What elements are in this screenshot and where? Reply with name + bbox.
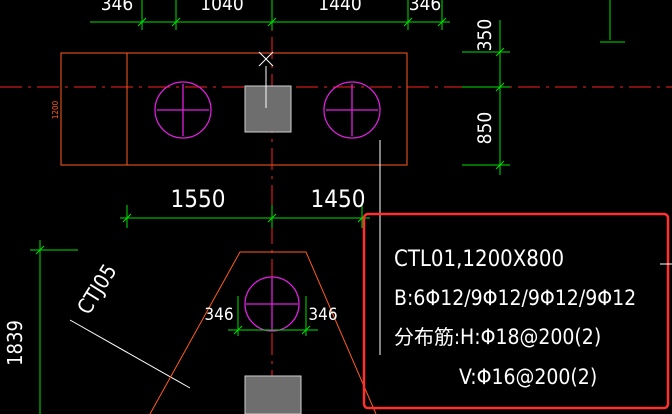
- dim-bottom-right: 1450: [311, 185, 366, 213]
- top-dimension-strip: [90, 0, 450, 30]
- info-line-2: B:6Φ12/9Φ12/9Φ12/9Φ12: [394, 286, 636, 310]
- pile-left[interactable]: [154, 81, 212, 139]
- column-block[interactable]: [244, 85, 292, 133]
- pile-right[interactable]: [323, 81, 381, 139]
- dim-right-lower: 850: [474, 112, 496, 145]
- info-box-highlight[interactable]: [362, 212, 670, 410]
- dim-top-3: 1440: [318, 0, 362, 15]
- pile-lower[interactable]: [244, 276, 300, 332]
- lower-dimension-strip: [228, 296, 318, 336]
- ctj-leader-line: [69, 319, 191, 389]
- right-dimension-strip: [462, 0, 625, 175]
- dim-bottom-left: 1550: [171, 185, 226, 213]
- pile-cap-outline[interactable]: [60, 52, 408, 166]
- crosshair-cursor-icon: [258, 51, 381, 355]
- dim-cap-height: 1200: [51, 100, 60, 119]
- dim-left-height: 1839: [3, 320, 27, 366]
- info-line-3-prefix: 分布筋:: [394, 325, 460, 349]
- dim-top-4: 346: [409, 0, 442, 15]
- dim-right-upper: 350: [474, 19, 496, 52]
- ctj-label: CTJ05: [72, 260, 121, 319]
- dim-lower-left: 346: [204, 305, 233, 325]
- info-line-4-value: V:Φ16@200(2): [459, 365, 597, 389]
- dim-top-1: 346: [101, 0, 134, 15]
- info-line-3-value: H:Φ18@200(2): [460, 325, 601, 349]
- lower-column-block[interactable]: [244, 375, 302, 414]
- bottom-dimension-strip: [120, 205, 370, 228]
- dim-top-2: 1040: [200, 0, 244, 15]
- info-line-1: CTL01,1200X800: [394, 247, 564, 272]
- lower-pile-cap-outline[interactable]: [149, 251, 377, 414]
- left-dimension-strip: [30, 240, 78, 414]
- dim-lower-right: 346: [308, 305, 337, 325]
